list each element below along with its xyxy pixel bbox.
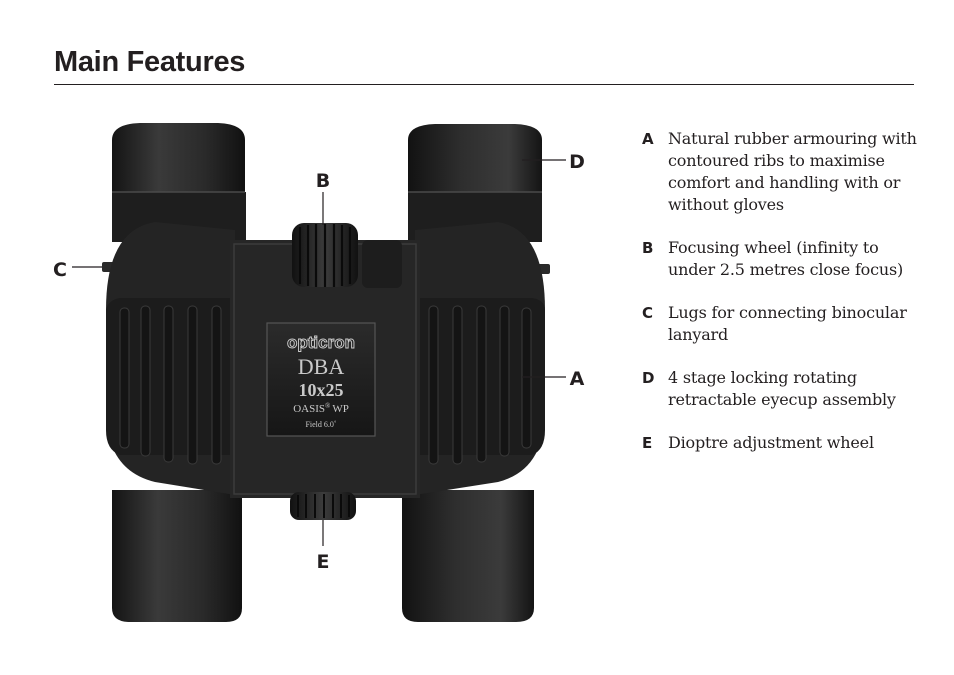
plate-field: Field 6.0˚ (305, 420, 336, 429)
feature-letter: B (642, 239, 654, 257)
feature-description: Natural rubber armouring with contoured … (668, 129, 917, 214)
right-objective-barrel (402, 490, 534, 622)
plate-model: DBA (298, 354, 345, 379)
plate-brand: opticron (287, 333, 355, 352)
plate-magnification: 10x25 (299, 380, 344, 400)
feature-description: 4 stage locking rotating retractable eye… (668, 368, 896, 409)
feature-letter: A (642, 130, 654, 148)
callout-d: D (569, 151, 585, 173)
feature-item-c: C Lugs for connecting binocular lanyard (642, 302, 922, 346)
left-objective-barrel (112, 490, 242, 622)
binocular-illustration: opticron DBA 10x25 OASIS®WP Field 6.0˚ B… (53, 123, 585, 622)
name-plate: opticron DBA 10x25 OASIS®WP Field 6.0˚ (266, 322, 376, 437)
callout-a: A (570, 368, 585, 390)
feature-item-e: E Dioptre adjustment wheel (642, 432, 922, 454)
feature-letter: D (642, 369, 655, 387)
feature-item-a: A Natural rubber armouring with contoure… (642, 128, 922, 216)
callout-c: C (53, 259, 67, 281)
left-eyecup (112, 123, 246, 242)
feature-description: Dioptre adjustment wheel (668, 433, 874, 452)
dioptre-wheel (290, 492, 356, 520)
callout-b: B (316, 170, 330, 192)
right-armoured-body (415, 222, 545, 495)
callout-e: E (317, 551, 330, 573)
plate-series: OASIS®WP (293, 402, 349, 415)
features-list: A Natural rubber armouring with contoure… (642, 128, 922, 475)
binocular-figure: opticron DBA 10x25 OASIS®WP Field 6.0˚ B… (40, 110, 610, 630)
feature-description: Focusing wheel (infinity to under 2.5 me… (668, 238, 904, 279)
feature-item-b: B Focusing wheel (infinity to under 2.5 … (642, 237, 922, 281)
callout-lines (72, 159, 566, 546)
title-rule (54, 84, 914, 85)
feature-letter: E (642, 434, 653, 452)
page-title: Main Features (54, 46, 246, 78)
feature-item-d: D 4 stage locking rotating retractable e… (642, 367, 922, 411)
feature-letter: C (642, 304, 654, 322)
focusing-wheel (292, 223, 358, 287)
feature-description: Lugs for connecting binocular lanyard (668, 303, 907, 344)
left-armoured-body (106, 222, 235, 495)
